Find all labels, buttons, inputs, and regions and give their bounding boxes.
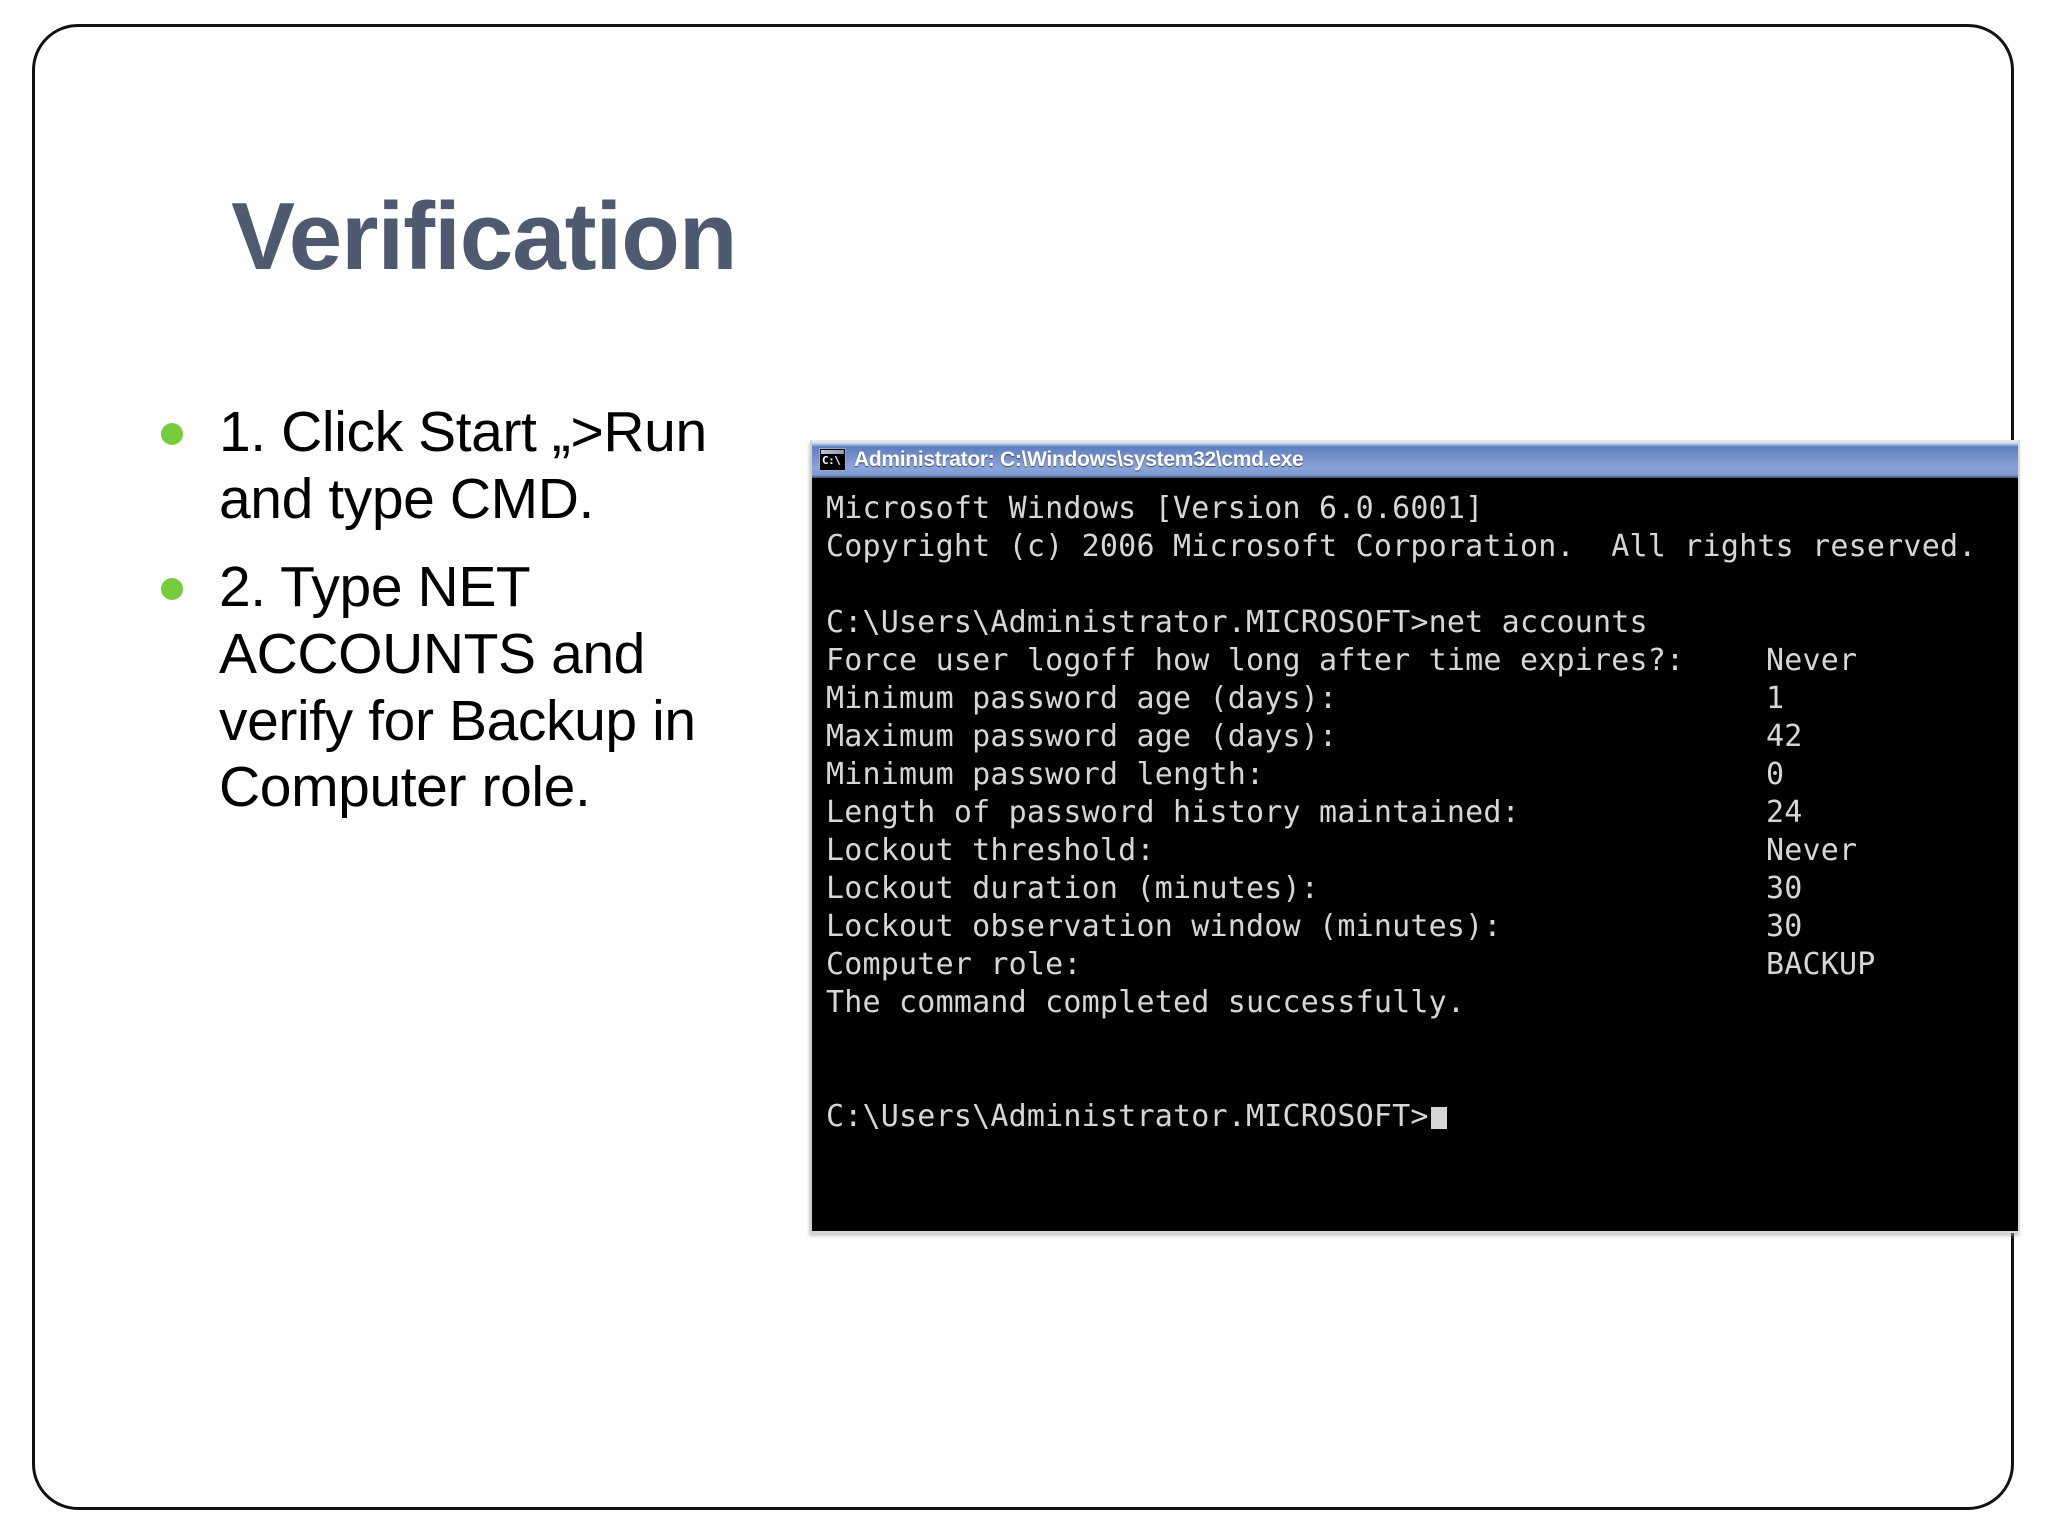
output-label: Maximum password age (days): [826, 719, 1338, 754]
output-label: Length of password history maintained: [826, 795, 1520, 830]
command-prompt-window[interactable]: C:\ Administrator: C:\Windows\system32\c… [810, 440, 2018, 1231]
output-value: 30 [1766, 909, 1803, 944]
console-output-row: Lockout threshold: Never [826, 832, 2018, 870]
console-output-row: Minimum password length: 0 [826, 756, 2018, 794]
output-value: 0 [1766, 757, 1785, 792]
output-label: Lockout observation window (minutes): [826, 909, 1502, 944]
console-prompt-line[interactable]: C:\Users\Administrator.MICROSOFT> [826, 1098, 2018, 1136]
list-item: 2. Type NET ACCOUNTS and verify for Back… [141, 554, 741, 821]
console-output-row: Minimum password age (days): 1 [826, 680, 2018, 718]
cmd-icon: C:\ [819, 448, 846, 471]
console-output-row: Force user logoff how long after time ex… [826, 642, 2018, 680]
console-output-row: Lockout duration (minutes): 30 [826, 870, 2018, 908]
console-line-version: Microsoft Windows [Version 6.0.6001] [826, 491, 1484, 526]
console-window-title: Administrator: C:\Windows\system32\cmd.e… [854, 447, 1304, 471]
bullet-text: 1. Click Start „>Run and type CMD. [219, 400, 707, 531]
console-output-row: Length of password history maintained: 2… [826, 794, 2018, 832]
console-output-area[interactable]: Microsoft Windows [Version 6.0.6001] Cop… [812, 478, 2018, 1231]
output-value: Never [1766, 643, 1858, 678]
cmd-icon-label: C:\ [822, 454, 841, 467]
console-line-copyright: Copyright (c) 2006 Microsoft Corporation… [826, 529, 1977, 564]
console-output-row: Maximum password age (days): 42 [826, 718, 2018, 756]
bullet-text: 2. Type NET ACCOUNTS and verify for Back… [219, 555, 696, 820]
output-label: Lockout threshold: [826, 833, 1155, 868]
console-output-row: Lockout observation window (minutes): 30 [826, 908, 2018, 946]
output-value: 1 [1766, 681, 1785, 716]
output-value: 42 [1766, 719, 1803, 754]
output-label: Force user logoff how long after time ex… [826, 643, 1685, 678]
output-label: Minimum password length: [826, 757, 1265, 792]
list-item: 1. Click Start „>Run and type CMD. [141, 399, 741, 532]
page-title: Verification [231, 183, 737, 290]
output-value: Never [1766, 833, 1858, 868]
cursor-icon [1430, 1107, 1447, 1129]
slide-frame: Verification 1. Click Start „>Run and ty… [32, 24, 2018, 1510]
console-line-blank [826, 1022, 2018, 1060]
console-prompt-text: C:\Users\Administrator.MICROSOFT> [826, 1099, 1429, 1134]
console-output-row: Computer role: BACKUP [826, 946, 2018, 984]
console-line-blank [826, 566, 2018, 604]
bullet-dot-icon [161, 578, 183, 601]
output-value: 30 [1766, 871, 1803, 906]
output-label: Minimum password age (days): [826, 681, 1338, 716]
output-value: BACKUP [1766, 947, 1876, 982]
output-value: 24 [1766, 795, 1803, 830]
console-line-blank [826, 1060, 2018, 1098]
bullet-dot-icon [161, 423, 183, 445]
console-line-command: C:\Users\Administrator.MICROSOFT>net acc… [826, 605, 1648, 640]
console-line-status: The command completed successfully. [826, 985, 1466, 1020]
console-titlebar[interactable]: C:\ Administrator: C:\Windows\system32\c… [812, 441, 2018, 478]
output-label: Lockout duration (minutes): [826, 871, 1320, 906]
output-label: Computer role: [826, 947, 1082, 982]
bullet-list: 1. Click Start „>Run and type CMD. 2. Ty… [141, 399, 741, 843]
